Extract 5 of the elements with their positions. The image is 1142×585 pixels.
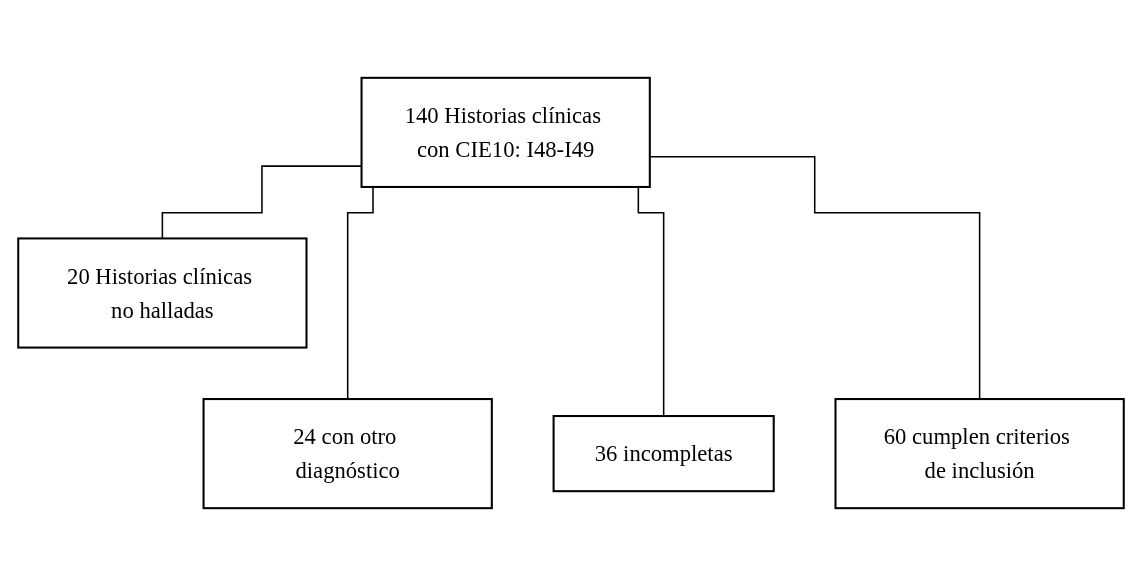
node-box: 60 cumplen criterios de inclusión xyxy=(834,397,1125,509)
node-box: 36 incompletas xyxy=(552,414,775,492)
node-box: 24 con otro diagnóstico xyxy=(202,397,493,509)
node-box: 20 Historias clínicas no halladas xyxy=(17,236,308,349)
node-box: 140 Historias clínicas con CIE10: I48-I49 xyxy=(360,76,651,188)
